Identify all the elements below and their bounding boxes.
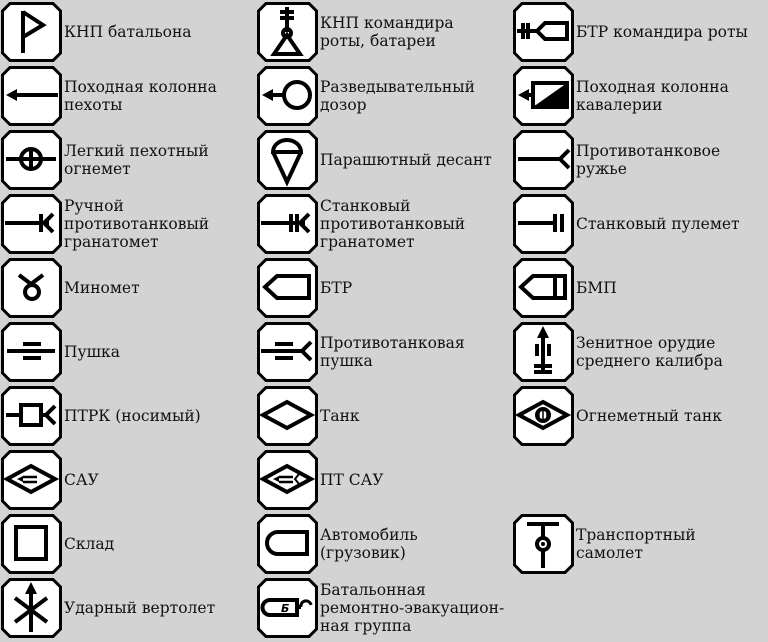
symbol-entry: Транспортный самолет — [512, 512, 768, 576]
symbol-label: ПТРК (носимый) — [64, 407, 201, 425]
symbol-label: ПТ САУ — [320, 471, 384, 489]
symbol-label: Противотанковая пушка — [320, 334, 465, 370]
symbol-label: КНП батальона — [64, 23, 192, 41]
symbol-entry: Автомобиль (грузовик) — [256, 512, 512, 576]
symbol-label: Парашютный десант — [320, 151, 492, 169]
symbol-label: Ручной противотанковый гранатомет — [64, 197, 210, 251]
symbol-entry: КНП командира роты, батареи — [256, 0, 512, 64]
symbol-label: Автомобиль (грузовик) — [320, 526, 418, 562]
symbol-entry: Походная колонна пехоты — [0, 64, 256, 128]
symbol-entry: Станковый пулемет — [512, 192, 768, 256]
truck-icon — [257, 514, 318, 574]
symbol-entry: Склад — [0, 512, 256, 576]
arrow-left-icon — [1, 66, 62, 126]
symbol-entry: БМП — [512, 256, 768, 320]
symbol-label: Транспортный самолет — [576, 526, 696, 562]
recon-patrol-icon — [257, 66, 318, 126]
symbol-entry: Ручной противотанковый гранатомет — [0, 192, 256, 256]
symbol-label: БТР — [320, 279, 353, 297]
flamethrower-tank-icon — [513, 386, 574, 446]
cavalry-column-icon — [513, 66, 574, 126]
antitank-rifle-icon — [513, 130, 574, 190]
symbol-entry: Разведывательный дозор — [256, 64, 512, 128]
ifv-icon — [513, 258, 574, 318]
symbol-label: Легкий пехотный огнемет — [64, 142, 209, 178]
symbol-label: Разведывательный дозор — [320, 78, 475, 114]
hand-grenade-launcher-icon — [1, 194, 62, 254]
apc-icon — [257, 258, 318, 318]
symbol-entry: Легкий пехотный огнемет — [0, 128, 256, 192]
symbol-entry: Зенитное орудие среднего калибра — [512, 320, 768, 384]
symbol-entry: БТР командира роты — [512, 0, 768, 64]
symbol-entry: Походная колонна кавалерии — [512, 64, 768, 128]
symbol-label: БМП — [576, 279, 617, 297]
symbol-label: САУ — [64, 471, 99, 489]
symbol-entry: ПТ САУ — [256, 448, 512, 512]
gun-icon — [1, 322, 62, 382]
mortar-icon — [1, 258, 62, 318]
symbol-label: БТР командира роты — [576, 23, 748, 41]
apc-commander-icon — [513, 2, 574, 62]
company-command-post-icon — [257, 2, 318, 62]
paratroopers-icon — [257, 130, 318, 190]
symbol-label: Противотанковое ружье — [576, 142, 721, 178]
symbol-entry: САУ — [0, 448, 256, 512]
symbol-label: Станковый противотанковый гранатомет — [320, 197, 466, 251]
symbol-label: КНП командира роты, батареи — [320, 14, 454, 50]
symbol-label: Походная колонна кавалерии — [576, 78, 729, 114]
repair-group-icon: Б — [257, 578, 318, 638]
symbol-label: Станковый пулемет — [576, 215, 740, 233]
symbol-entry: Миномет — [0, 256, 256, 320]
symbol-label: Пушка — [64, 343, 120, 361]
symbol-label: Батальонная ремонтно-эвакуацион- ная гру… — [320, 581, 505, 635]
tank-icon — [257, 386, 318, 446]
symbol-entry: Огнеметный танк — [512, 384, 768, 448]
attack-helicopter-icon — [1, 578, 62, 638]
aa-gun-icon — [513, 322, 574, 382]
symbol-entry: Танк — [256, 384, 512, 448]
atgm-icon — [1, 386, 62, 446]
flag-icon — [1, 2, 62, 62]
symbol-entry: Противотанковое ружье — [512, 128, 768, 192]
symbol-entry: БТР — [256, 256, 512, 320]
symbol-entry: КНП батальона — [0, 0, 256, 64]
symbol-label: Огнеметный танк — [576, 407, 722, 425]
symbol-entry: Противотанковая пушка — [256, 320, 512, 384]
transport-plane-icon — [513, 514, 574, 574]
symbol-label: Склад — [64, 535, 115, 553]
sau-icon — [1, 450, 62, 510]
at-sau-icon — [257, 450, 318, 510]
machine-gun-icon — [513, 194, 574, 254]
warehouse-icon — [1, 514, 62, 574]
symbol-entry: Б Батальонная ремонтно-эвакуацион- ная гр… — [256, 576, 512, 640]
antitank-gun-icon — [257, 322, 318, 382]
symbol-label: Зенитное орудие среднего калибра — [576, 334, 723, 370]
light-flamethrower-icon — [1, 130, 62, 190]
mounted-grenade-launcher-icon — [257, 194, 318, 254]
symbol-label: Походная колонна пехоты — [64, 78, 217, 114]
symbol-entry: Станковый противотанковый гранатомет — [256, 192, 512, 256]
symbol-entry: Пушка — [0, 320, 256, 384]
symbol-entry: Ударный вертолет — [0, 576, 256, 640]
symbol-entry: Парашютный десант — [256, 128, 512, 192]
svg-text:Б: Б — [281, 602, 289, 615]
symbol-label: Миномет — [64, 279, 140, 297]
symbol-entry: ПТРК (носимый) — [0, 384, 256, 448]
symbol-label: Танк — [320, 407, 360, 425]
symbol-label: Ударный вертолет — [64, 599, 216, 617]
